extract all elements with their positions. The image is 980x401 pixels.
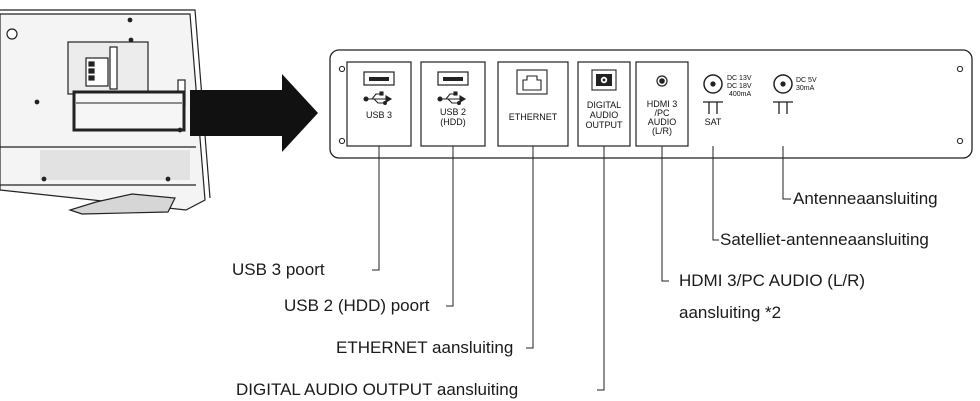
sat-spec-2: DC 18V [727, 83, 752, 90]
sat-spec-3: 400mA [729, 91, 752, 98]
sat-port-label: SAT [705, 117, 722, 127]
usb2-symbol-icon [437, 91, 467, 105]
digital-audio-label-2: AUDIO [590, 110, 619, 120]
ethernet-port-label: ETHERNET [509, 112, 558, 122]
hdmi-audio-label-1: HDMI 3 [647, 99, 678, 109]
usb3-port-label: USB 3 [366, 110, 392, 120]
connector-panel [329, 49, 973, 159]
hdmi-audio-label-3: AUDIO [648, 117, 677, 127]
antenna-symbol-icon [773, 101, 793, 114]
sat-spec-1: DC 13V [727, 75, 752, 82]
antenna-coax-icon [773, 74, 793, 94]
antenna-callout: Antenneaansluiting [793, 189, 938, 208]
optical-socket-icon [591, 69, 617, 91]
digital-audio-leader-line [597, 146, 605, 391]
usb3-symbol-icon [363, 91, 393, 105]
usb3-leader-line [372, 146, 380, 271]
hdmi-audio-label-2: /PC [654, 108, 670, 118]
antenna-leader-line [782, 146, 791, 200]
hdmi-audio-callout-2: aansluiting *2 [679, 303, 782, 322]
ethernet-leader-line [526, 146, 534, 349]
digital-audio-callout: DIGITAL AUDIO OUTPUT aansluiting [236, 380, 519, 399]
sat-coax-icon [703, 74, 723, 94]
ethernet-socket-icon [516, 69, 548, 95]
sat-leader-line [712, 146, 719, 241]
antenna-spec-1: DC 5V [796, 77, 817, 84]
digital-audio-label-1: DIGITAL [587, 100, 621, 110]
hdmi-audio-label-4: (L/R) [652, 126, 672, 136]
audio-jack-icon [656, 75, 668, 87]
digital-audio-label-3: OUTPUT [586, 120, 624, 130]
ethernet-callout: ETHERNET aansluiting [336, 338, 514, 357]
sat-callout: Satelliet-antenneaansluiting [720, 230, 929, 249]
pointer-arrow [190, 74, 318, 152]
usb3-callout: USB 3 poort [232, 260, 325, 279]
usb2-callout: USB 2 (HDD) poort [284, 296, 430, 315]
sat-antenna-symbol-icon [703, 101, 723, 114]
usb2-port-label: USB 2 [440, 107, 466, 117]
antenna-spec-2: 30mA [796, 85, 815, 92]
hdmi-audio-leader-line [661, 146, 669, 282]
usb2-leader-line [446, 146, 454, 307]
hdmi-audio-callout-1: HDMI 3/PC AUDIO (L/R) [679, 271, 866, 290]
usb2-port-label-hdd: (HDD) [440, 117, 466, 127]
tv-back-illustration [0, 9, 211, 215]
